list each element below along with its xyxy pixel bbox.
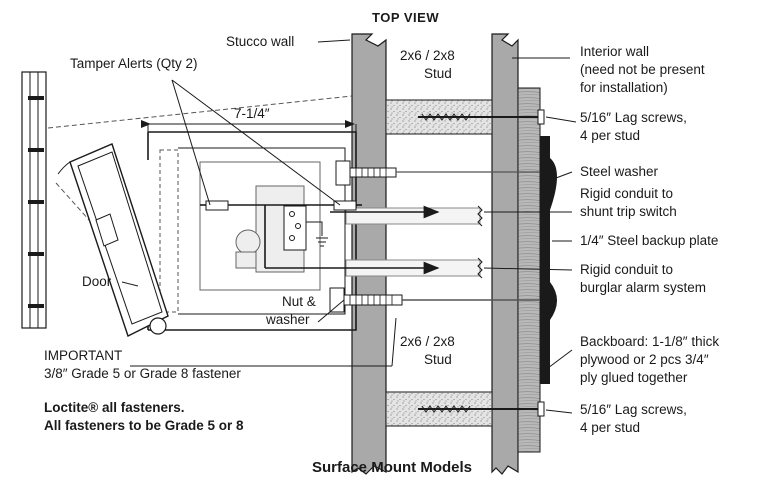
stucco-wall (351, 33, 387, 475)
loctite-label-2: All fasteners to be Grade 5 or 8 (44, 418, 244, 433)
backboard-label-3: ply glued together (580, 370, 688, 385)
lag-bottom-label-2: 4 per stud (580, 420, 640, 435)
door-panel-side (21, 71, 47, 329)
caption: Surface Mount Models (312, 459, 472, 476)
loctite-label-1: Loctite® all fasteners. (44, 400, 185, 415)
dimension-line (141, 120, 357, 132)
lag-bottom-label-1: 5/16″ Lag screws, (580, 402, 687, 417)
tamper-wiring (200, 200, 440, 275)
dimension-label: 7-1/4″ (234, 106, 270, 121)
rigid-shunt-label-2: shunt trip switch (580, 204, 677, 219)
lag-screw-bottom (418, 401, 545, 417)
door-label: Door (82, 274, 112, 289)
important-label-2: 3/8″ Grade 5 or Grade 8 fastener (44, 366, 241, 381)
rigid-burglar-label-2: burglar alarm system (580, 280, 706, 295)
steel-washer-bottom (550, 282, 557, 320)
bottom-anchor-bolt (329, 287, 540, 313)
stud-bottom-label-1: 2x6 / 2x8 (400, 334, 455, 349)
stud-top-label-2: Stud (424, 66, 452, 81)
stud-top-label-1: 2x6 / 2x8 (400, 48, 455, 63)
steel-washer-label: Steel washer (580, 164, 659, 179)
rigid-burglar-label-1: Rigid conduit to (580, 262, 673, 277)
safe-box (147, 131, 357, 331)
interior-wall-label-3: for installation) (580, 80, 668, 95)
backup-plate-label: 1/4″ Steel backup plate (580, 233, 718, 248)
tamper-alerts-label: Tamper Alerts (Qty 2) (70, 56, 198, 71)
steel-washer-top (550, 158, 557, 210)
nut-label-2: washer (265, 312, 310, 327)
steel-backup-plate (540, 136, 550, 384)
interior-wall-label-1: Interior wall (580, 44, 649, 59)
interior-wall (491, 33, 519, 475)
top-view-title: TOP VIEW (372, 10, 439, 25)
safe-door (57, 143, 169, 337)
lag-top-label-1: 5/16″ Lag screws, (580, 110, 687, 125)
stucco-wall-label: Stucco wall (226, 34, 294, 49)
important-label-1: IMPORTANT (44, 348, 122, 363)
rigid-shunt-label-1: Rigid conduit to (580, 186, 673, 201)
lag-screw-top (418, 109, 545, 125)
backboard-label-1: Backboard: 1-1/8″ thick (580, 334, 719, 349)
sight-line-top (47, 95, 353, 129)
nut-label-1: Nut & (282, 294, 316, 309)
stud-bottom-label-2: Stud (424, 352, 452, 367)
backboard-label-2: plywood or 2 pcs 3/4″ (580, 352, 709, 367)
backboard (517, 87, 541, 453)
leader-lines (121, 39, 577, 414)
conduit-shunt (345, 205, 483, 227)
interior-wall-label-2: (need not be present (580, 62, 705, 77)
top-anchor-bolt (335, 160, 540, 186)
lag-top-label-2: 4 per stud (580, 128, 640, 143)
